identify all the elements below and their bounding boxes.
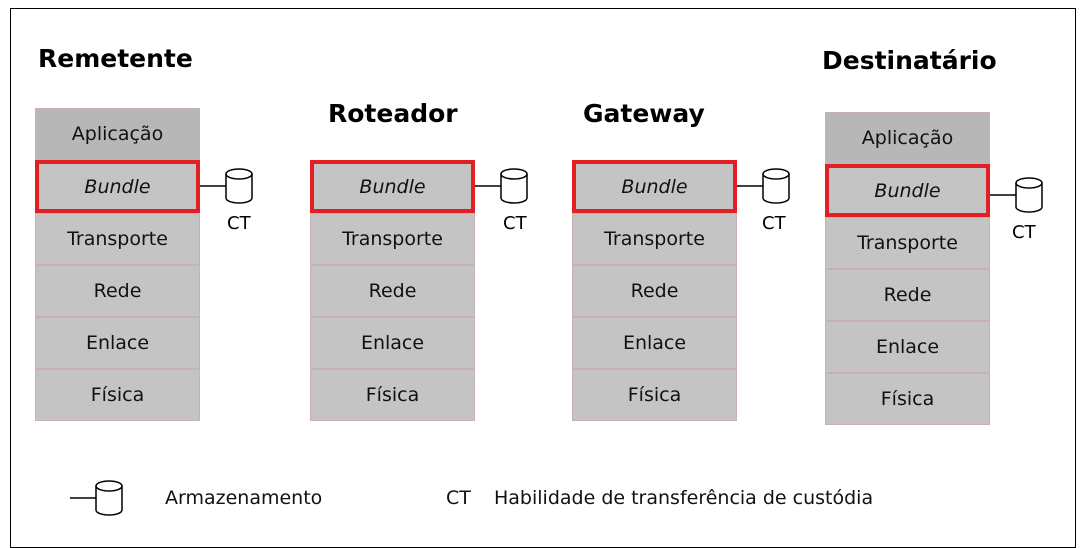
layer-fisica: Física	[825, 373, 990, 425]
protocol-stack-roteador: Bundle Transporte Rede Enlace Física	[310, 160, 475, 421]
layer-transporte: Transporte	[825, 217, 990, 269]
layer-transporte: Transporte	[310, 213, 475, 265]
node-title-roteador: Roteador	[328, 99, 458, 128]
layer-aplicacao: Aplicação	[35, 108, 200, 160]
layer-rede: Rede	[572, 265, 737, 317]
layer-bundle: Bundle	[35, 160, 200, 213]
layer-aplicacao: Aplicação	[825, 112, 990, 164]
layer-enlace: Enlace	[825, 321, 990, 373]
node-title-gateway: Gateway	[583, 99, 705, 128]
layer-bundle: Bundle	[825, 164, 990, 217]
protocol-stack-gateway: Bundle Transporte Rede Enlace Física	[572, 160, 737, 421]
storage-cylinder-icon	[737, 168, 790, 204]
legend-storage-label: Armazenamento	[165, 487, 323, 509]
ct-label: CT	[1012, 222, 1036, 243]
ct-label: CT	[227, 213, 251, 234]
layer-bundle: Bundle	[572, 160, 737, 213]
storage-cylinder-icon	[990, 177, 1043, 213]
legend-ct-abbrev: CT	[446, 487, 471, 509]
layer-rede: Rede	[825, 269, 990, 321]
legend-ct-description: Habilidade de transferência de custódia	[494, 487, 874, 509]
legend-storage-icon	[70, 480, 123, 516]
layer-enlace: Enlace	[35, 317, 200, 369]
layer-transporte: Transporte	[35, 213, 200, 265]
layer-enlace: Enlace	[310, 317, 475, 369]
layer-bundle: Bundle	[310, 160, 475, 213]
layer-fisica: Física	[310, 369, 475, 421]
protocol-stack-remetente: Aplicação Bundle Transporte Rede Enlace …	[35, 108, 200, 421]
node-title-remetente: Remetente	[38, 44, 193, 73]
layer-rede: Rede	[310, 265, 475, 317]
storage-cylinder-icon	[475, 168, 528, 204]
layer-enlace: Enlace	[572, 317, 737, 369]
layer-rede: Rede	[35, 265, 200, 317]
layer-fisica: Física	[572, 369, 737, 421]
ct-label: CT	[503, 213, 527, 234]
layer-transporte: Transporte	[572, 213, 737, 265]
node-title-destinatario: Destinatário	[822, 46, 997, 75]
layer-fisica: Física	[35, 369, 200, 421]
protocol-stack-destinatario: Aplicação Bundle Transporte Rede Enlace …	[825, 112, 990, 425]
ct-label: CT	[762, 213, 786, 234]
storage-cylinder-icon	[200, 168, 253, 204]
